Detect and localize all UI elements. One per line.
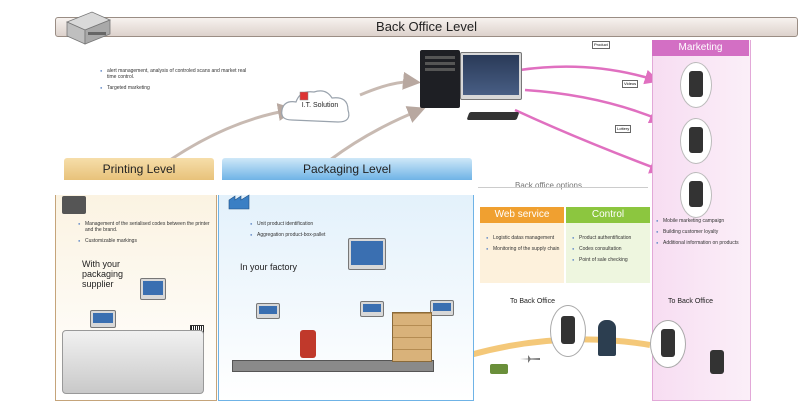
control-bullet: Codes consultation	[572, 246, 646, 252]
marketing-bullet: Building customer loyalty	[656, 229, 746, 235]
packaging-screen-2	[360, 301, 384, 317]
marketing-bullet: Additional information on products	[656, 240, 746, 246]
printing-level-title: Printing Level	[102, 162, 176, 176]
printing-bullet: Management of the serialised codes betwe…	[78, 221, 210, 233]
printing-bullets: Management of the serialised codes betwe…	[78, 221, 210, 249]
packaging-caption: In your factory	[240, 262, 298, 272]
packaging-bullet: Aggregation product-box-pallet	[250, 232, 400, 238]
to-back-office-right: To Back Office	[668, 298, 714, 305]
pallet-boxes	[392, 312, 432, 362]
back-office-options-label: Back office options	[515, 181, 583, 190]
printing-bullet: Customizable markings	[78, 238, 210, 244]
marketing-bullet: Mobile marketing campaign	[656, 218, 746, 224]
factory-icon	[228, 192, 250, 210]
marketing-phone-bubble	[650, 320, 686, 368]
web-service-bullet: Logistic datas management	[486, 235, 560, 241]
control-bullet: Product authentification	[572, 235, 646, 241]
keyboard	[466, 112, 520, 120]
packaging-bullet: Unit product identification	[250, 221, 400, 227]
packaging-level-title: Packaging Level	[302, 162, 392, 176]
web-service-bullet: Monitoring of the supply chain	[486, 246, 560, 252]
to-back-office-left: To Back Office	[510, 298, 556, 305]
output-tag-lottery: Lottery	[615, 125, 632, 133]
output-tag-videos: Videos	[622, 80, 639, 88]
marketing-phone-1	[680, 62, 712, 108]
back-office-bullet: Targeted marketing	[100, 85, 250, 91]
web-service-title: Web service	[494, 209, 550, 220]
web-service-bullets: Logistic datas management Monitoring of …	[486, 235, 560, 257]
packaging-screen-3	[430, 300, 454, 316]
back-office-banner: Back Office Level	[55, 17, 798, 37]
scan-phone-bubble	[550, 305, 586, 357]
it-solution-label: I.T. Solution	[301, 102, 339, 109]
marketing-title: Marketing	[678, 42, 723, 53]
packaging-center-monitor	[348, 238, 386, 270]
control-title: Control	[591, 209, 625, 220]
back-office-bullets: alert management, analysis of controled …	[100, 68, 250, 96]
marketing-phone-3	[680, 172, 712, 218]
packaging-bullets: Unit product identification Aggregation …	[250, 221, 400, 243]
printing-caption: With your packaging supplier	[82, 259, 124, 289]
it-solution-cloud: I.T. Solution	[278, 86, 354, 130]
server-tower	[420, 50, 460, 108]
hand-phone-right	[710, 350, 724, 374]
printing-press-machine	[62, 330, 204, 394]
airplane-icon	[520, 350, 540, 363]
output-tag-product: Product	[592, 41, 610, 49]
printing-screen-panel	[90, 310, 116, 328]
printer-server-icon	[62, 8, 112, 48]
delivery-truck-icon	[490, 364, 508, 374]
printing-level-tab: Printing Level	[64, 158, 214, 180]
robot-arm	[300, 330, 316, 358]
back-office-title: Back Office Level	[376, 19, 477, 34]
control-tab: Control	[566, 207, 650, 223]
control-bullets: Product authentification Codes consultat…	[572, 235, 646, 268]
marketing-bullets: Mobile marketing campaign Building custo…	[656, 218, 746, 251]
packaging-level-tab: Packaging Level	[222, 158, 472, 180]
marketing-tab: Marketing	[652, 40, 749, 56]
marketing-phone-2	[680, 118, 712, 164]
control-bullet: Point of sale checking	[572, 257, 646, 263]
printing-monitor	[140, 278, 166, 300]
web-service-tab: Web service	[480, 207, 564, 223]
back-office-options-divider	[478, 187, 648, 188]
workstation-monitor	[460, 52, 522, 100]
printer-icon	[62, 196, 86, 214]
packaging-screen-1	[256, 303, 280, 319]
control-box	[566, 223, 650, 283]
person-scanning	[598, 320, 616, 356]
conveyor-belt	[232, 360, 434, 372]
back-office-bullet: alert management, analysis of controled …	[100, 68, 250, 80]
web-service-box	[480, 223, 564, 283]
